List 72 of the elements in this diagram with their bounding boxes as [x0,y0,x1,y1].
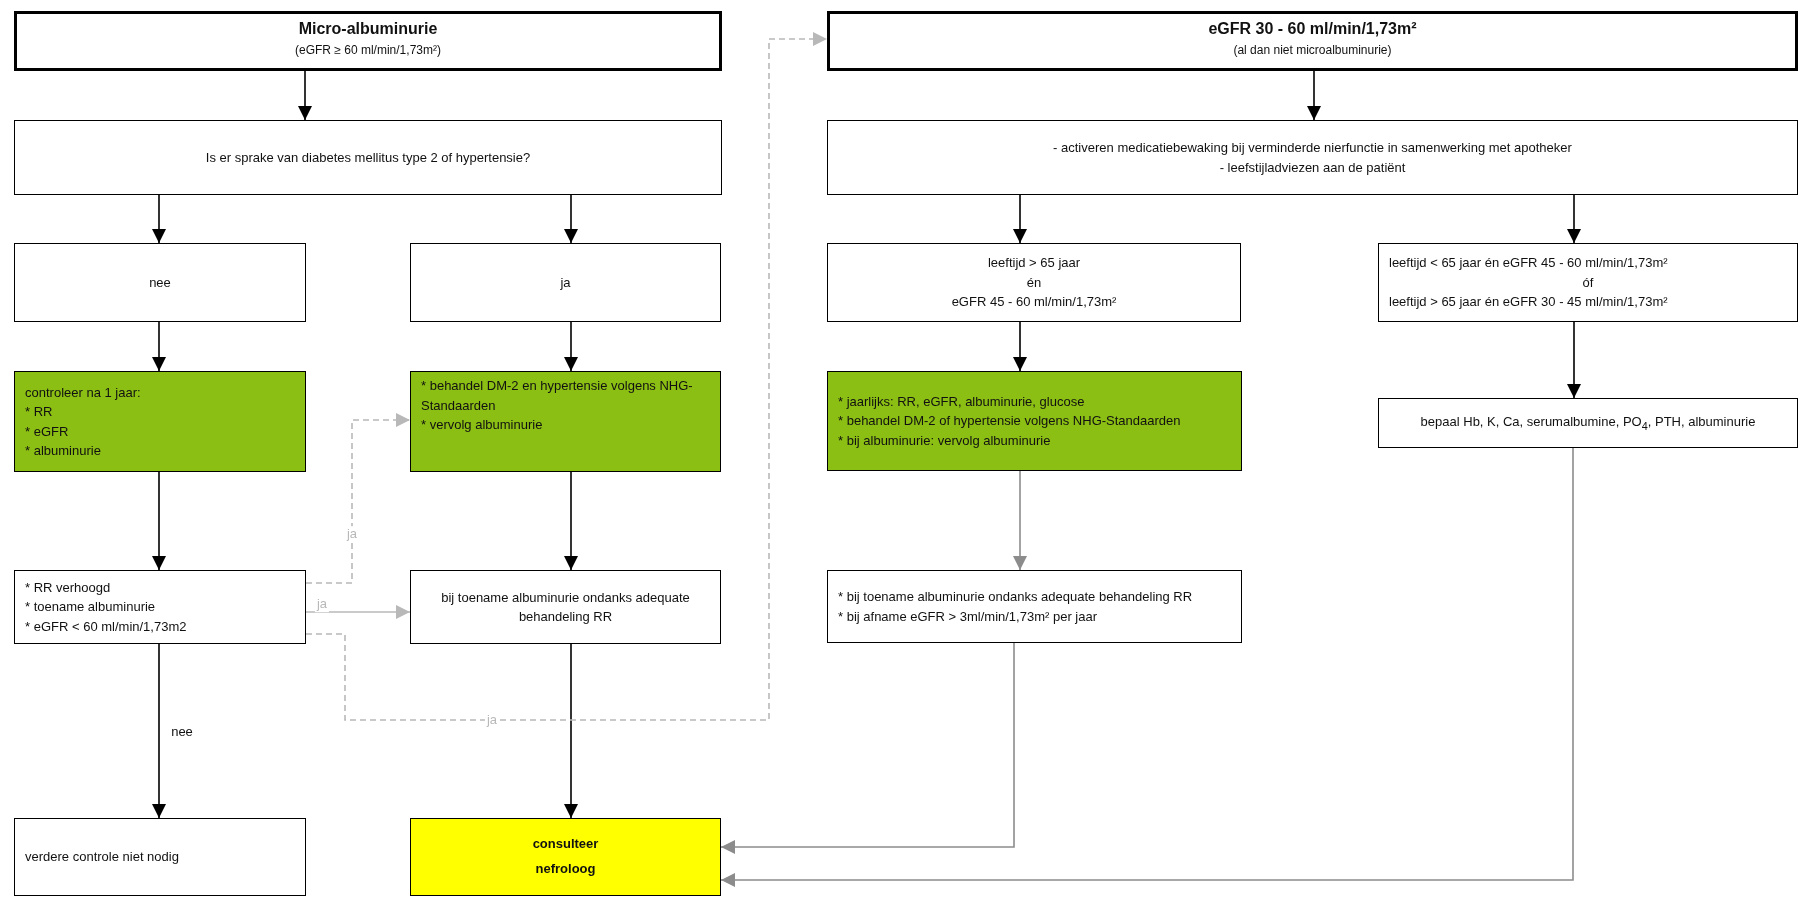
box-text: nee [148,273,172,292]
arrow [152,321,166,372]
arrow [1567,321,1581,399]
arrow [152,471,166,571]
box-text: * bij afname eGFR > 3ml/min/1,73m² per jaar [838,607,1099,626]
arrow [1307,70,1321,121]
box-text: * eGFR < 60 ml/min/1,73m2 [25,617,188,636]
box-text: * bij toename albuminurie ondanks adequate behandeling RR [838,588,1194,606]
end-box [14,818,306,896]
process-box [827,570,1242,643]
box-text: * jaarlijks: RR, eGFR, albuminurie, glucose [838,392,1086,411]
edge-label: ja [314,596,330,612]
box-text: * toename albuminurie [25,598,157,617]
box-text: * RR verhoogd [25,578,112,597]
box-text: - activeren medicatiebewaking bij verminderde nierfunctie in samenwerking met apotheker [1052,139,1573,157]
start-box [827,11,1798,71]
arrow [720,447,1574,887]
process-box [14,243,306,322]
box-text: bij toename albuminurie ondanks adequate behandeling RR [440,588,691,626]
box-text: óf [1581,273,1595,292]
arrow [1567,194,1581,244]
action-box [410,371,721,472]
referral-box [410,818,721,896]
process-box [410,243,721,322]
box-text: controleer na 1 jaar: [25,383,142,402]
box-text: leeftijd > 65 jaar én eGFR 30 - 45 ml/min/1,73m² [1389,293,1669,312]
box-text: verdere controle niet nodig [25,848,180,867]
box-text: * vervolg albuminurie [421,416,544,434]
arrow [1013,194,1027,244]
box-subtext: (eGFR ≥ 60 ml/min/1,73m²) [294,42,442,59]
process-box [827,243,1241,322]
arrow [564,321,578,372]
arrow [305,32,828,721]
box-text: én [1025,273,1043,292]
process-box [410,570,721,644]
arrow [720,642,1015,854]
arrow [564,643,578,819]
box-text: Is er sprake van diabetes mellitus type 2 of hypertensie? [204,148,532,167]
box-text: leeftijd > 65 jaar [986,254,1082,273]
box-text: * RR [25,403,54,421]
arrow [152,194,166,244]
box-text: * eGFR [25,422,70,441]
box-subtext: (al dan niet microalbuminurie) [1232,42,1393,59]
box-text: eGFR 45 - 60 ml/min/1,73m² [950,293,1118,312]
process-box [1378,398,1798,448]
arrow [1013,321,1027,372]
action-box [827,371,1242,471]
box-text: leeftijd < 65 jaar én eGFR 45 - 60 ml/min/1,73m² [1389,254,1669,273]
process-box [14,570,306,644]
box-text: * behandel DM-2 en hypertensie volgens NHG-Standaarden [421,377,694,415]
arrow [298,70,312,121]
action-box [14,371,306,472]
box-text: ja [559,273,572,292]
box-text: * behandel DM-2 of hypertensie volgens NHG-Standaarden [838,412,1182,431]
box-text: * bij albuminurie: vervolg albuminurie [838,431,1052,450]
arrow [305,413,411,584]
box-heading: eGFR 30 - 60 ml/min/1,73m² [1207,19,1418,39]
edge-label: ja [344,526,360,542]
edge-label: ja [484,712,500,728]
box-text: consulteer nefroloog [531,835,600,878]
arrow [564,194,578,244]
box-text: * albuminurie [25,442,102,460]
box-heading: Micro-albuminurie [297,19,439,39]
box-text: bepaal Hb, K, Ca, serumalbumine, PO$_{4}$, PTH, albuminurie [1419,413,1757,434]
arrow [564,471,578,571]
process-box [827,120,1798,195]
process-box [1378,243,1798,322]
arrow [152,643,166,819]
process-box [14,120,722,195]
box-text: - leefstijladviezen aan de patiënt [1218,158,1407,177]
start-box [14,11,722,71]
arrow [1013,470,1027,571]
